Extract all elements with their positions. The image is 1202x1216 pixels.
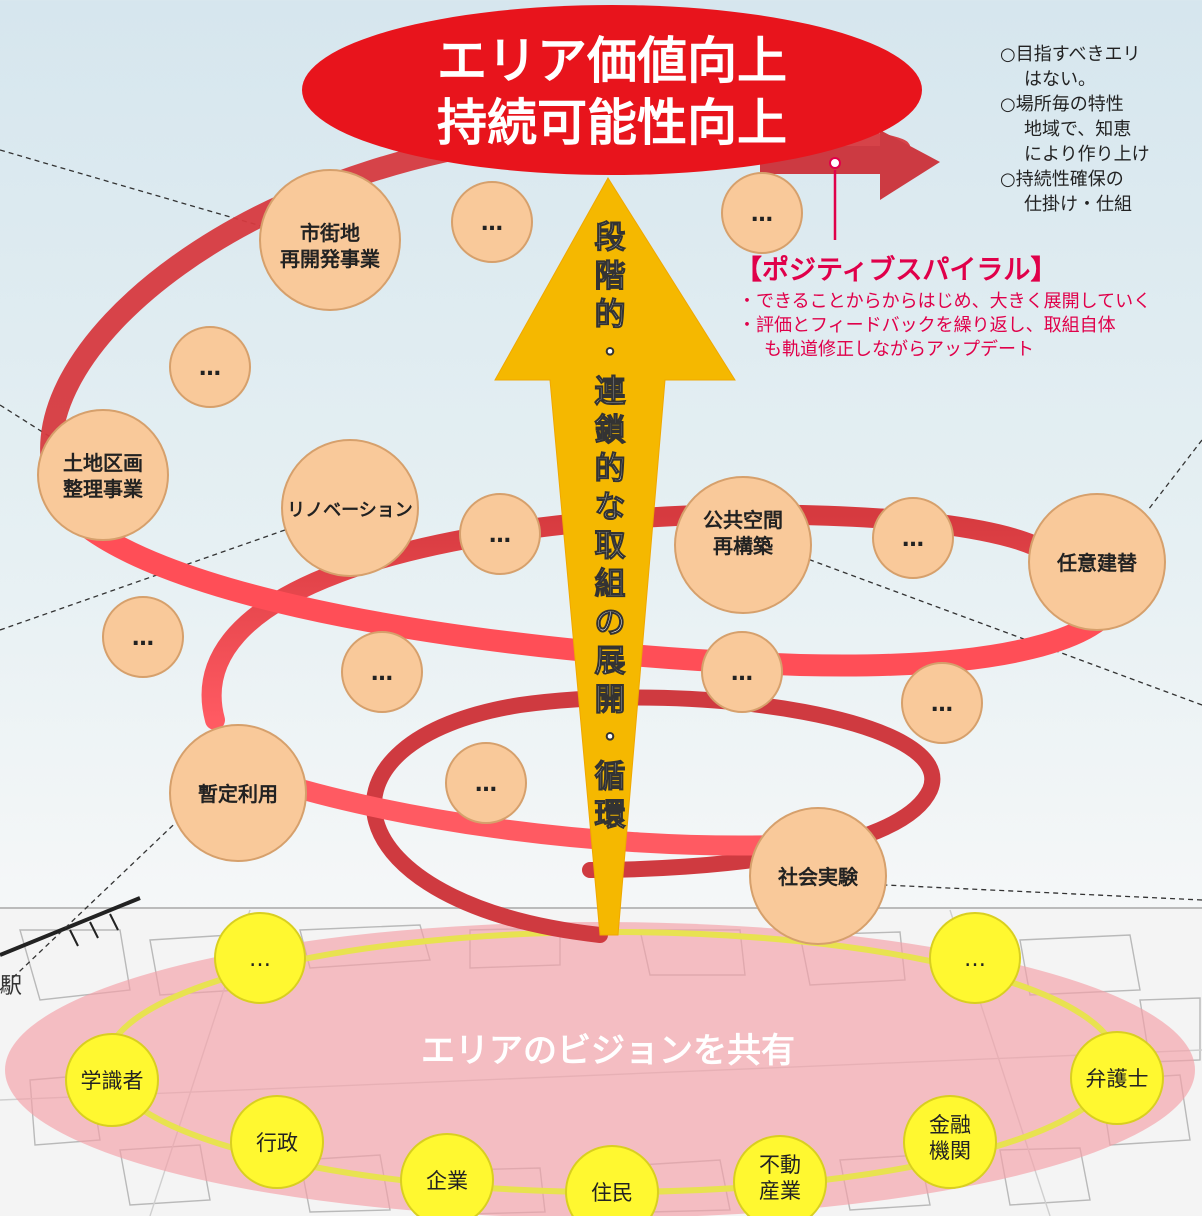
svg-text:土地区画: 土地区画 (63, 451, 143, 475)
svg-text:…: … (964, 947, 986, 972)
arrow-char: 段 (595, 220, 626, 256)
side-note-1: ○目指すべきエリ (1000, 44, 1141, 65)
arrow-char: 取 (595, 528, 626, 564)
initiative-ellipsis-5: … (872, 497, 954, 579)
svg-text:整理事業: 整理事業 (62, 477, 144, 501)
svg-text:…: … (371, 661, 393, 686)
svg-text:機関: 機関 (929, 1139, 971, 1163)
side-note-3: ○場所毎の特性 (1000, 94, 1124, 115)
spiral-desc-line-3: も軌道修正しながらアップデート (764, 339, 1034, 360)
arrow-char: ・ (595, 721, 626, 757)
svg-text:不動: 不動 (759, 1153, 801, 1177)
initiative-ellipsis-8: … (701, 631, 783, 713)
vision-text: エリアのビジョンを共有 (421, 1031, 795, 1071)
initiative-ellipsis-4: … (459, 493, 541, 575)
spiral-desc-line-1: ・できることからからはじめ、大きく展開していく (738, 291, 1152, 312)
initiative-ellipsis-7: … (341, 631, 423, 713)
initiative-public-space: 公共空間 再構築 (674, 476, 812, 614)
arrow-char: 組 (595, 567, 626, 603)
initiative-ellipsis-1: … (451, 181, 533, 263)
spiral-arrow-head (880, 130, 940, 200)
goal-line1: エリア価値向上 (437, 32, 787, 90)
goal-line2: 持続可能性向上 (437, 94, 787, 152)
initiative-ellipsis-3: … (169, 326, 251, 408)
station-label: 駅 (0, 974, 22, 999)
svg-text:弁護士: 弁護士 (1086, 1067, 1149, 1091)
svg-text:再構築: 再構築 (713, 534, 774, 558)
initiative-circles: 市街地 再開発事業 … … … 土地区画 整理事業 リノベーション … 公共空間… (37, 169, 1166, 945)
initiative-land-readjustment: 土地区画 整理事業 (37, 409, 169, 541)
svg-text:…: … (731, 661, 753, 686)
arrow-char: 循 (595, 759, 626, 795)
svg-text:…: … (475, 772, 497, 797)
initiative-social-experiment: 社会実験 (749, 807, 887, 945)
svg-text:任意建替: 任意建替 (1056, 551, 1137, 575)
initiative-voluntary-rebuild: 任意建替 (1028, 493, 1166, 631)
arrow-char: 的 (595, 451, 626, 487)
side-note-7: 仕掛け・仕組 (1024, 194, 1132, 215)
svg-text:社会実験: 社会実験 (777, 865, 859, 889)
initiative-redevelopment: 市街地 再開発事業 (259, 169, 401, 311)
svg-text:行政: 行政 (256, 1131, 298, 1155)
arrow-char: 連 (595, 374, 627, 410)
initiative-renovation: リノベーション (281, 439, 419, 577)
spiral-desc-line-2: ・評価とフィードバックを繰り返し、取組自体 (738, 315, 1116, 336)
spiral-description: ・できることからからはじめ、大きく展開していく ・評価とフィードバックを繰り返し… (738, 290, 1151, 362)
svg-text:…: … (132, 626, 154, 651)
svg-text:学識者: 学識者 (81, 1069, 144, 1093)
initiative-ellipsis-10: … (445, 742, 527, 824)
svg-text:産業: 産業 (759, 1179, 801, 1203)
stakeholder-ellipsis-right: … (929, 912, 1021, 1004)
stakeholder-lawyer: 弁護士 (1070, 1031, 1164, 1125)
stakeholder-government: 行政 (230, 1095, 324, 1189)
svg-text:企業: 企業 (426, 1169, 468, 1193)
goal-ellipse (302, 5, 922, 175)
arrow-char: 階 (595, 259, 626, 295)
progress-arrow (494, 177, 736, 936)
initiative-ellipsis-9: … (901, 662, 983, 744)
side-note-5: により作り上け (1024, 144, 1150, 165)
svg-text:住民: 住民 (591, 1181, 633, 1205)
arrow-char: ・ (595, 336, 626, 372)
svg-text:…: … (489, 523, 511, 548)
svg-text:暫定利用: 暫定利用 (198, 782, 278, 806)
stakeholder-company: 企業 (400, 1133, 494, 1216)
svg-text:再開発事業: 再開発事業 (280, 247, 381, 271)
initiative-interim-use: 暫定利用 (169, 724, 307, 862)
side-note-2: はない。 (1024, 69, 1096, 90)
svg-text:金融: 金融 (929, 1113, 971, 1137)
arrow-char: 展 (595, 644, 626, 680)
svg-text:…: … (931, 692, 953, 717)
arrow-char: 的 (595, 297, 626, 333)
side-notes: ○目指すべきエリ はない。 ○場所毎の特性 地域で、知恵 により作り上け ○持続… (1000, 42, 1202, 217)
perspective-lines (0, 149, 1202, 991)
spiral-title: 【ポジティブスパイラル】 (735, 255, 1058, 286)
stakeholder-resident: 住民 (565, 1145, 659, 1216)
stakeholder-finance: 金融 機関 (903, 1095, 997, 1189)
arrow-char: の (595, 605, 626, 641)
stakeholder-scholar: 学識者 (65, 1033, 159, 1127)
svg-text:…: … (481, 211, 503, 236)
svg-text:公共空間: 公共空間 (703, 508, 783, 532)
svg-text:リノベーション: リノベーション (287, 500, 413, 521)
arrow-char: な (595, 490, 626, 526)
svg-text:…: … (199, 356, 221, 381)
initiative-ellipsis-2: … (721, 172, 803, 254)
initiative-ellipsis-6: … (102, 596, 184, 678)
arrow-char: 鎖 (595, 413, 626, 449)
side-note-4: 地域で、知恵 (1024, 119, 1132, 140)
arrow-char: 開 (595, 682, 626, 718)
stakeholder-ellipsis-left: … (214, 912, 306, 1004)
svg-text:…: … (751, 202, 773, 227)
svg-text:…: … (249, 947, 271, 972)
spiral-pointer-dot (829, 157, 841, 169)
stakeholder-real-estate: 不動 産業 (733, 1135, 827, 1216)
svg-text:…: … (902, 527, 924, 552)
side-note-6: ○持続性確保の (1000, 169, 1124, 190)
arrow-char: 環 (595, 798, 627, 834)
svg-text:市街地: 市街地 (300, 221, 360, 245)
stakeholder-circles: … … 学識者 行政 企業 住民 不動 産業 金融 機関 弁護士 (65, 912, 1164, 1216)
